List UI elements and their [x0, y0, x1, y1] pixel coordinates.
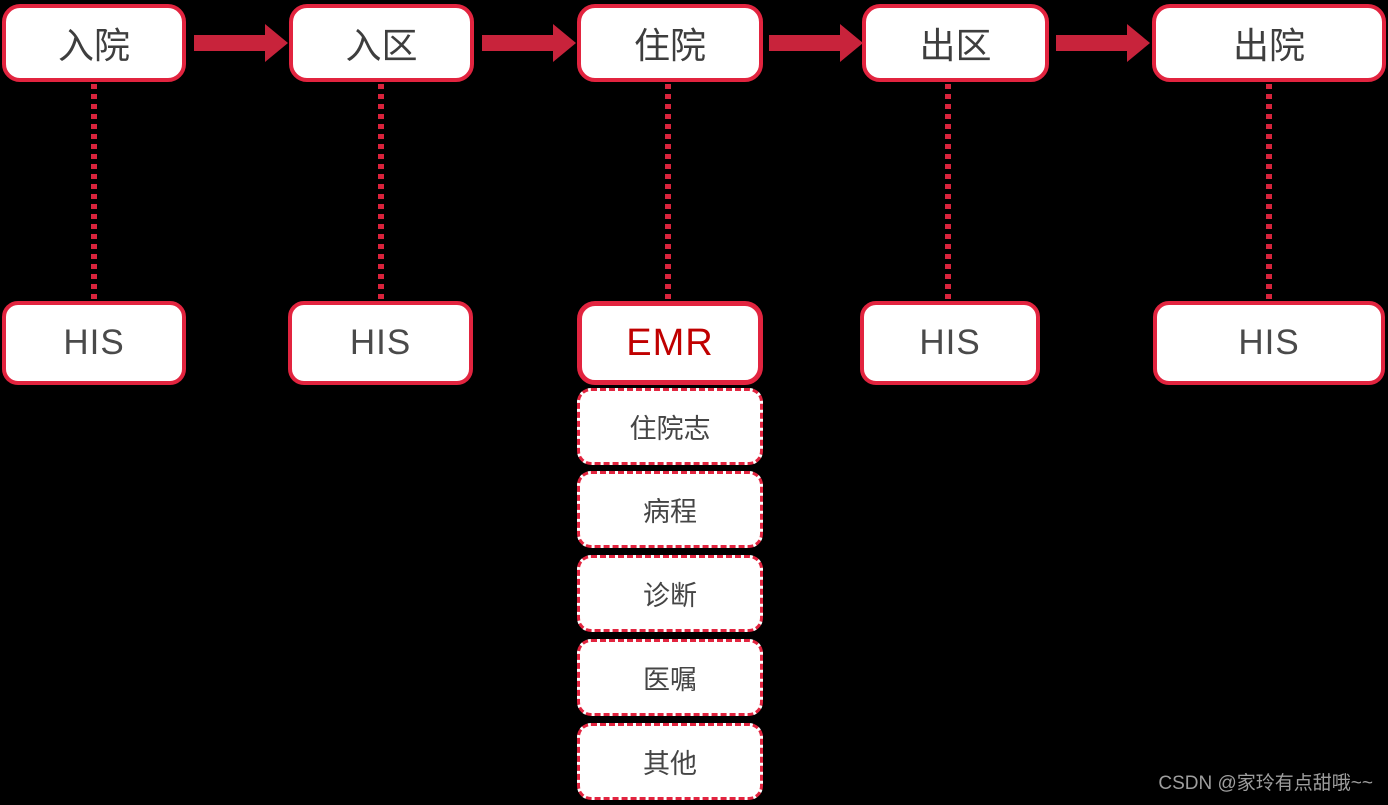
system-label: HIS — [63, 323, 125, 362]
emr-item-doctor-orders: 医嘱 — [577, 639, 763, 716]
flow-step-label: 出院 — [1232, 25, 1305, 66]
emr-item-progress-note: 病程 — [577, 471, 763, 548]
system-box-his-1: HIS — [2, 301, 186, 385]
emr-item-label: 诊断 — [643, 581, 697, 611]
dotted-connector — [1266, 84, 1272, 302]
flow-step-enter-ward: 入区 — [289, 4, 474, 82]
flow-step-admission: 入院 — [2, 4, 186, 82]
right-arrow-icon — [1056, 24, 1150, 62]
right-arrow-icon — [482, 24, 576, 62]
system-box-emr: EMR — [577, 301, 763, 385]
system-box-his-5: HIS — [1153, 301, 1385, 385]
dotted-connector — [91, 84, 97, 302]
flow-step-in-hospital: 住院 — [577, 4, 763, 82]
system-label: HIS — [349, 323, 412, 362]
emr-item-other: 其他 — [577, 723, 763, 800]
emr-item-label: 住院志 — [629, 414, 711, 444]
right-arrow-icon — [769, 24, 863, 62]
emr-item-label: 医嘱 — [643, 665, 697, 695]
emr-item-label: 病程 — [643, 497, 697, 527]
system-label: EMR — [626, 321, 714, 364]
flow-step-label: 出区 — [919, 25, 992, 66]
flow-step-label: 入院 — [57, 25, 130, 66]
right-arrow-icon — [194, 24, 288, 62]
dotted-connector — [945, 84, 951, 302]
dotted-connector — [378, 84, 384, 302]
system-label: HIS — [1238, 323, 1300, 362]
system-box-his-4: HIS — [860, 301, 1040, 385]
emr-item-label: 其他 — [643, 749, 697, 779]
flow-step-label: 住院 — [633, 25, 706, 66]
flow-step-exit-ward: 出区 — [862, 4, 1049, 82]
system-label: HIS — [919, 323, 981, 362]
flow-step-label: 入区 — [345, 25, 418, 66]
emr-item-admission-note: 住院志 — [577, 388, 763, 465]
system-box-his-2: HIS — [288, 301, 473, 385]
emr-item-diagnosis: 诊断 — [577, 555, 763, 632]
dotted-connector — [665, 84, 671, 302]
watermark: CSDN @家玲有点甜哦~~ — [1158, 773, 1373, 794]
flow-step-discharge: 出院 — [1152, 4, 1386, 82]
